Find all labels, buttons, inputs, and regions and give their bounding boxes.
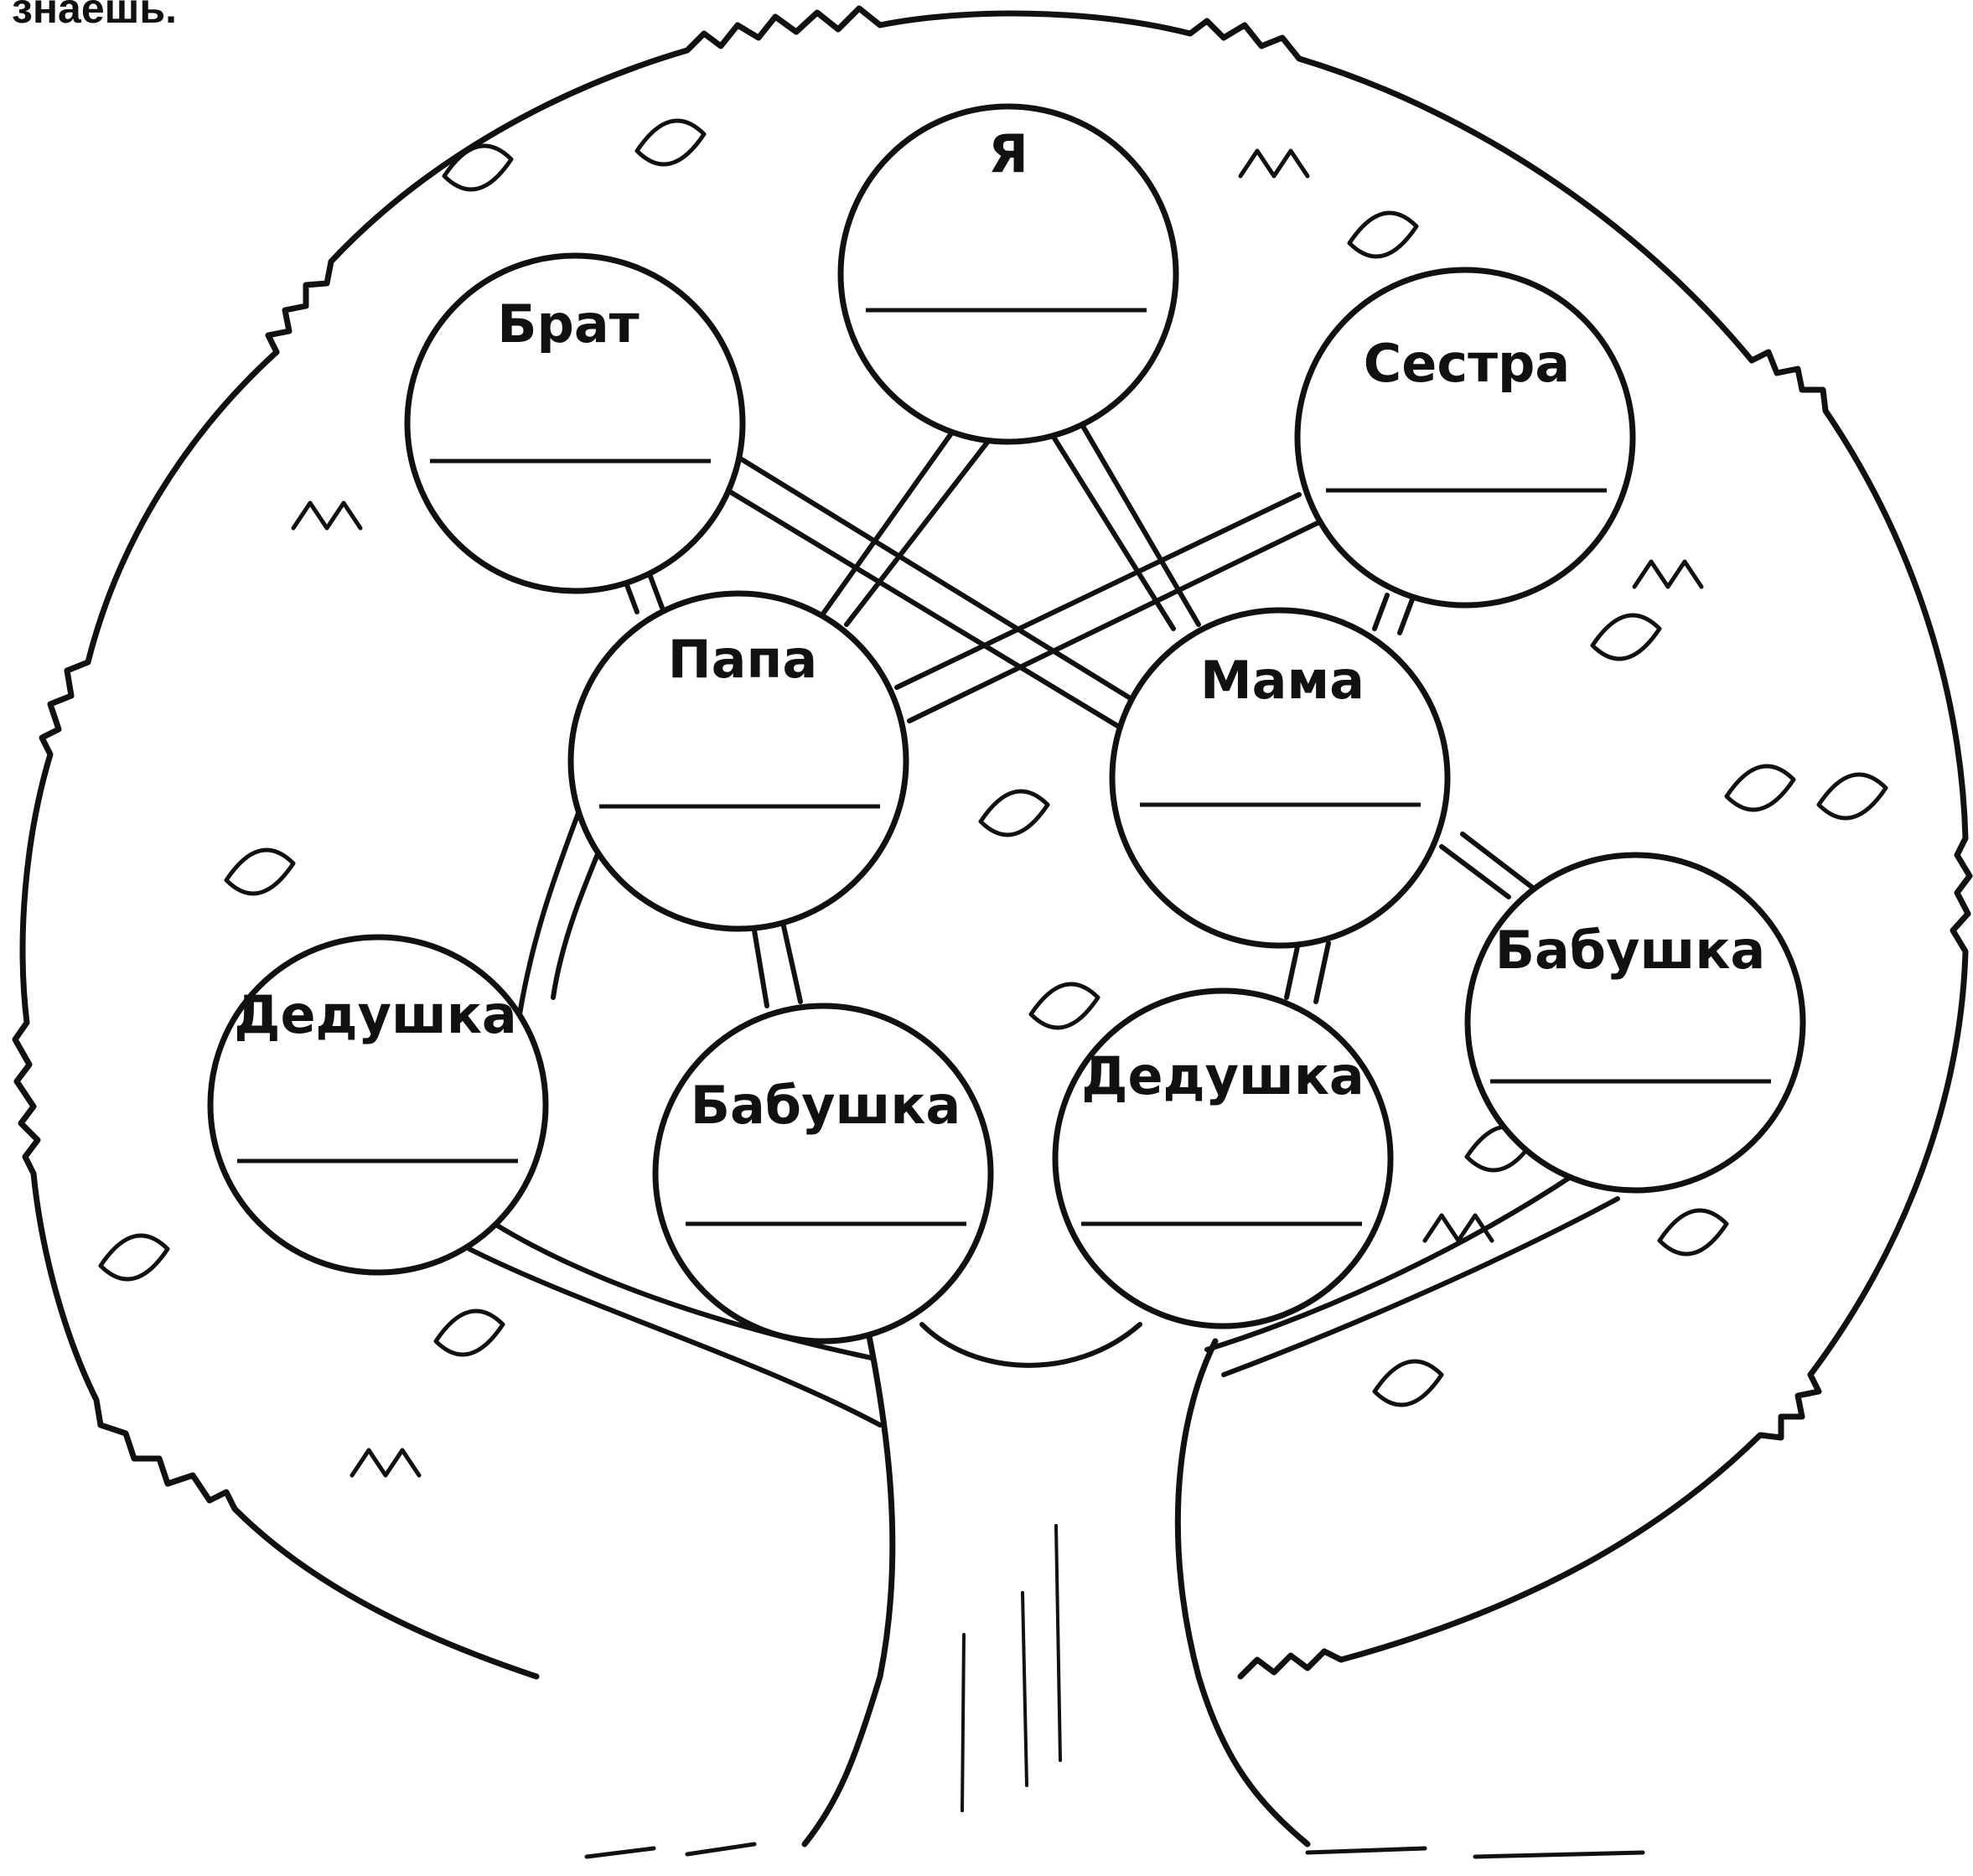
node-label-sister: Сестра xyxy=(1364,333,1570,394)
node-label-grandpa-maternal: Дедушка xyxy=(1081,1045,1365,1106)
node-label-dad: Папа xyxy=(668,629,817,690)
instruction-text-fragment: знаешь. xyxy=(12,0,177,32)
node-grandma-paternal: Бабушка xyxy=(652,1003,994,1345)
tree-trunk xyxy=(584,1304,1645,1859)
node-grandma-maternal: Бабушка xyxy=(1464,852,1806,1194)
node-me: Я xyxy=(837,103,1179,445)
node-brother: Брат xyxy=(404,252,746,594)
family-member-nodes: Я Брат Сестра Папа Мама xyxy=(207,103,1806,1345)
node-dad: Папа xyxy=(567,590,909,932)
node-label-grandma-paternal: Бабушка xyxy=(691,1075,961,1136)
node-label-grandma-maternal: Бабушка xyxy=(1495,920,1766,981)
node-label-me: Я xyxy=(988,123,1028,184)
node-label-brother: Брат xyxy=(497,293,639,355)
node-grandpa-paternal: Дедушка xyxy=(207,934,549,1276)
node-sister: Сестра xyxy=(1294,267,1636,609)
tree-branches xyxy=(467,421,1620,1428)
node-grandpa-maternal: Дедушка xyxy=(1052,987,1394,1329)
node-mom: Мама xyxy=(1109,607,1451,949)
tree-crown xyxy=(12,5,1973,1680)
node-label-grandpa-paternal: Дедушка xyxy=(234,984,517,1045)
node-label-mom: Мама xyxy=(1200,650,1365,711)
